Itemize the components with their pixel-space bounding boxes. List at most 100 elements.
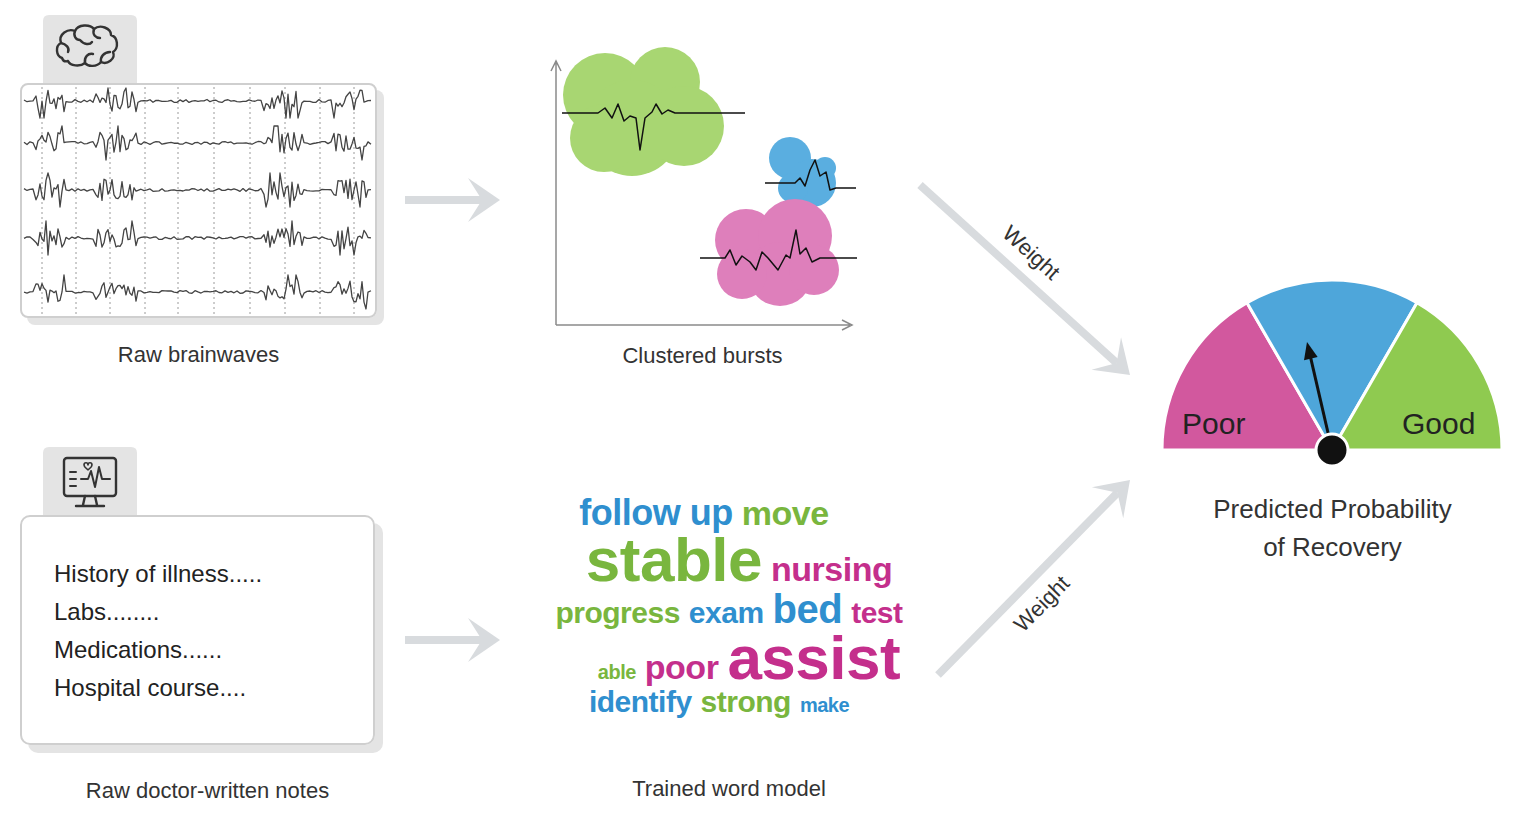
cluster-chart: Clustered bursts (545, 48, 860, 330)
cluster-blob (789, 245, 839, 295)
chart-axes (551, 61, 852, 330)
heartbeat-line (81, 467, 110, 487)
eeg-ground (21, 84, 376, 317)
eeg-trace (24, 173, 371, 207)
word-cloud: follow up movestable nursing progress exambe… (525, 495, 933, 730)
flow-arrow (920, 185, 1130, 375)
cloud-word: identify (589, 687, 692, 717)
eeg-panel: Raw brainwaves (20, 83, 377, 318)
eeg-trace (24, 126, 371, 160)
grid-line (178, 87, 179, 315)
grid-line (354, 87, 355, 315)
flow-arrow (405, 618, 500, 662)
grid-line (110, 87, 111, 315)
arrow-head (1092, 337, 1130, 375)
eeg-trace (24, 221, 371, 255)
edge-label: Weight (996, 220, 1066, 286)
cloud-word: bed (773, 589, 843, 629)
arrow-shaft (405, 196, 482, 204)
needle-pivot (1316, 434, 1348, 466)
flow-arrow (405, 178, 500, 222)
word-row: stable nursing (535, 529, 943, 591)
chart-caption: Clustered bursts (545, 343, 860, 368)
notes-caption: Raw doctor-written notes (32, 778, 383, 803)
cloud-word: stable (586, 529, 762, 591)
cluster-blob (644, 86, 724, 166)
cluster-illustration (551, 47, 857, 330)
burst-waveform (700, 230, 857, 270)
cloud-word: assist (727, 627, 900, 689)
recovery-gauge: Poor GoodPredicted Probability of Recover… (1160, 275, 1505, 565)
cloud-word: strong (701, 687, 791, 717)
icon-tab (43, 447, 137, 517)
brain-icon (57, 25, 117, 65)
gauge-segment (1332, 303, 1502, 450)
note-line: History of illness..... (54, 555, 262, 593)
word-row: progress exambedtest (525, 589, 933, 629)
notes-box: History of illness.....Labs........Medic… (20, 515, 375, 745)
burst-waveform (765, 160, 856, 190)
cluster-blob (570, 104, 638, 172)
gauge-zone-label: Poor (1182, 406, 1245, 441)
arrow-head (1092, 480, 1130, 518)
edge-label: Weight (1008, 570, 1076, 638)
note-line: Medications...... (54, 631, 222, 669)
note-line: Hospital course.... (54, 669, 246, 707)
pink-cluster (715, 199, 839, 306)
eeg-traces (24, 88, 371, 309)
cloud-word: nursing (771, 552, 892, 586)
grid-line (250, 87, 251, 315)
gauge-zone-label: Good (1402, 406, 1475, 441)
cloud-word: make (800, 695, 849, 715)
note-line: Labs........ (54, 593, 159, 631)
y-axis (551, 61, 561, 325)
eeg-trace (24, 275, 371, 309)
cloud-word: poor (645, 650, 719, 684)
list-lines (70, 472, 76, 486)
grid-line (145, 87, 146, 315)
flow-arrow (938, 480, 1130, 675)
needle-head (1304, 342, 1318, 360)
burst-waveforms (562, 104, 857, 270)
brain-fold (61, 43, 69, 52)
arrow-head (468, 178, 500, 222)
monitor-screen (64, 458, 116, 496)
notes-illustration (43, 447, 137, 517)
arrow-shaft (938, 493, 1117, 675)
cloud-word: exam (689, 598, 764, 628)
brain-fold (93, 29, 100, 38)
cloud-word: move (742, 496, 829, 530)
x-axis (556, 320, 852, 330)
grid-line (76, 87, 77, 315)
heart-symbol (84, 463, 92, 470)
grid-line (285, 87, 286, 315)
brain-outline (57, 25, 117, 65)
monitor-stand (76, 496, 104, 506)
arrow-shaft (405, 636, 482, 644)
word-row: identify make strong (515, 687, 923, 717)
word-row: able poorassist (545, 627, 953, 689)
eeg-grid (42, 87, 354, 315)
gauge-caption: Predicted Probability of Recovery (1200, 490, 1465, 566)
cloud-word: test (851, 598, 902, 628)
word-row: follow up move (500, 495, 908, 531)
arrow-head (468, 618, 500, 662)
eeg-trace (24, 88, 371, 118)
eeg-illustration (21, 15, 376, 317)
cloud-word: follow up (579, 495, 732, 531)
cloud-word: able (598, 662, 636, 682)
cloud-caption: Trained word model (525, 776, 933, 801)
icon-tab (43, 15, 137, 86)
brain-fold (85, 54, 93, 63)
brain-fold (74, 31, 92, 44)
cloud-word: progress (555, 598, 679, 628)
cluster-blob (778, 173, 808, 203)
burst-waveform (562, 104, 745, 150)
monitor-icon (64, 458, 116, 506)
gauge-illustration (1162, 280, 1502, 466)
grid-line (320, 87, 321, 315)
grid-line (42, 87, 43, 315)
arrow-shaft (920, 185, 1117, 363)
panel-caption: Raw brainwaves (22, 342, 375, 367)
